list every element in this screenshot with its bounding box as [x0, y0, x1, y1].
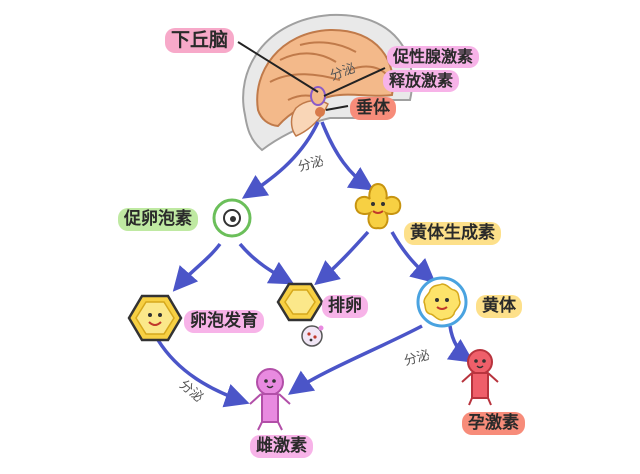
- arrow-fsh-to-ovulation: [238, 242, 295, 285]
- arrow-lh-to-luteum: [390, 231, 436, 284]
- egg-icon: [301, 325, 324, 347]
- pituitary-pointer: [325, 105, 349, 111]
- lh-flower-icon: [354, 182, 402, 230]
- arrow-pituitary-to-fsh: [241, 121, 320, 199]
- estrogen-figure-icon: [249, 368, 291, 431]
- lh-label: 黄体生成素: [404, 222, 501, 245]
- pituitary-label: 垂体: [350, 97, 396, 120]
- arrow-fsh-to-follicle: [172, 242, 222, 292]
- fsh-label: 促卵泡素: [118, 208, 198, 231]
- hypothalamus-pointer: [237, 41, 319, 93]
- arrow-pituitary-to-lh: [320, 121, 375, 191]
- ovulation-hexagon-icon: [276, 282, 324, 322]
- hypothalamus-label: 下丘脑: [165, 28, 235, 53]
- arrow-lh-to-ovulation: [314, 230, 370, 286]
- gnrh-label-line2: 释放激素: [383, 70, 460, 92]
- arrow-luteum-to-estrogen: [288, 324, 423, 395]
- progesterone-figure-icon: [461, 349, 499, 406]
- arrow-follicle-to-estrogen: [156, 339, 250, 408]
- follicle-hexagon-icon: [127, 294, 183, 342]
- follicle-cell-icon: [212, 198, 252, 238]
- corpus-luteum-icon: [416, 276, 468, 328]
- arrow-luteum-to-progesterone: [446, 325, 475, 363]
- corpus-luteum-label: 黄体: [476, 295, 522, 318]
- progesterone-label: 孕激素: [462, 412, 525, 435]
- brain-illustration: [242, 13, 414, 152]
- gnrh-pointer: [323, 67, 386, 97]
- follicle-development-label: 卵泡发育: [184, 310, 264, 333]
- gnrh-label-line1: 促性腺激素: [387, 46, 480, 68]
- ovulation-label: 排卵: [322, 295, 368, 318]
- estrogen-label: 雌激素: [250, 435, 313, 458]
